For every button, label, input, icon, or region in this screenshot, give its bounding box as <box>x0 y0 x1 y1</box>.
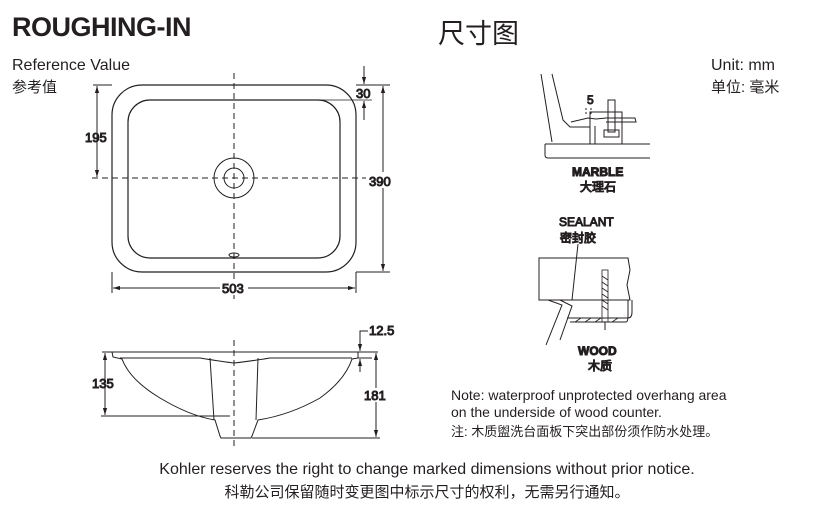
drain-outer-circle <box>213 157 255 199</box>
wood-label: WOOD <box>578 344 617 358</box>
sealant-pointer <box>571 243 579 301</box>
dim-12-5-line-top <box>357 330 368 351</box>
marble-detail <box>540 73 650 159</box>
marble-label-cn: 大理石 <box>580 180 616 194</box>
drain-inner-circle <box>223 167 245 189</box>
unit-label: Unit: mm <box>711 57 775 74</box>
dim-12-5: 12.5 <box>369 323 394 338</box>
unit-label-cn: 单位: 毫米 <box>711 79 780 96</box>
dim-181: 181 <box>364 388 386 403</box>
note-line-1: Note: waterproof unprotected overhang ar… <box>451 387 727 403</box>
side-view <box>101 330 380 450</box>
footer-disclaimer-cn: 科勒公司保留随时变更图中标示尺寸的权利，无需另行通知。 <box>224 484 630 501</box>
note-line-3: 注: 木质盥洗台面板下突出部份须作防水处理。 <box>451 424 719 439</box>
sealant-label: SEALANT <box>559 215 614 229</box>
dim-195: 195 <box>85 130 107 145</box>
overflow-hole <box>228 252 240 258</box>
reference-value-label-cn: 参考值 <box>12 79 58 96</box>
marble-gap-dim: 5 <box>587 93 594 107</box>
footer-disclaimer: Kohler reserves the right to change mark… <box>159 461 695 478</box>
wood-label-cn: 木质 <box>588 359 612 373</box>
title-roughing-in: ROUGHING-IN <box>12 12 192 42</box>
dim-30: 30 <box>356 86 370 101</box>
basin-profile <box>111 351 359 439</box>
note-line-2: on the underside of wood counter. <box>451 404 662 420</box>
top-view <box>92 66 390 300</box>
wood-detail <box>538 243 633 346</box>
dim-503: 503 <box>222 281 244 296</box>
dim-135: 135 <box>92 376 114 391</box>
sealant-label-cn: 密封胶 <box>560 230 596 245</box>
title-chinese: 尺寸图 <box>438 19 519 49</box>
marble-label: MARBLE <box>572 165 623 179</box>
dim-390: 390 <box>369 174 391 189</box>
reference-value-label: Reference Value <box>12 57 130 74</box>
